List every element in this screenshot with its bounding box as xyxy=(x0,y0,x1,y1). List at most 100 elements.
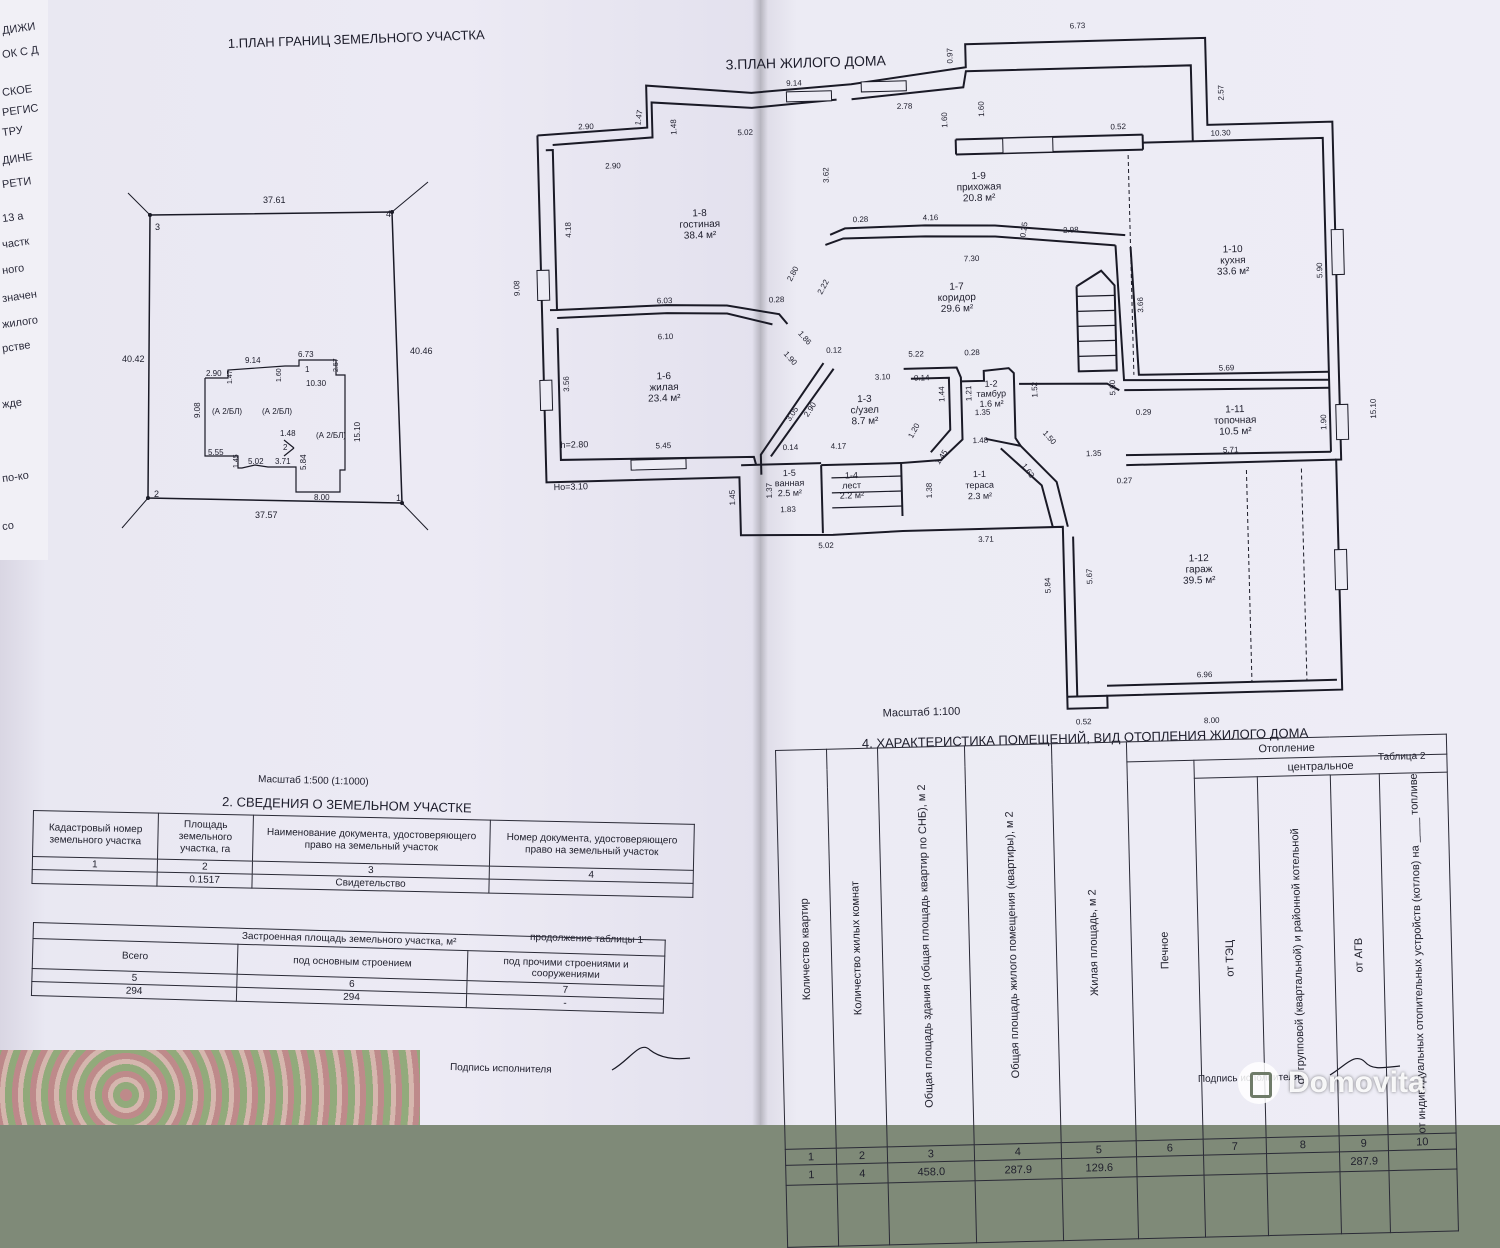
table-number: 7 xyxy=(1203,1138,1266,1156)
plan-dim: 5.90 xyxy=(1315,262,1324,278)
plan-dim: 5.22 xyxy=(908,349,924,358)
plan-dim: 10.30 xyxy=(1210,128,1231,138)
plan-dim: 5.60 xyxy=(1108,379,1117,395)
plan-dim: 5.67 xyxy=(1085,568,1094,584)
svg-text:лест: лест xyxy=(842,480,861,490)
plan-dim: 1.45 xyxy=(728,489,737,505)
floor-plan: 3.ПЛАН ЖИЛОГО ДОМА xyxy=(506,14,1386,743)
table-number: 5 xyxy=(1061,1141,1136,1159)
svg-text:1-9: 1-9 xyxy=(971,171,986,182)
svg-text:39.5 м²: 39.5 м² xyxy=(1183,575,1216,587)
plan-dim: 1.86 xyxy=(796,329,813,347)
house-plan-title: 3.ПЛАН ЖИЛОГО ДОМА xyxy=(725,52,886,72)
plan-dim: 0.12 xyxy=(826,346,842,355)
house-dim: 9.14 xyxy=(245,356,261,365)
svg-text:1-10: 1-10 xyxy=(1222,244,1243,256)
plot-scale: Масштаб 1:500 (1:1000) xyxy=(258,773,369,788)
table-cell: 287.9 xyxy=(1339,1151,1388,1172)
plan-dim: 0.28 xyxy=(964,348,980,357)
plan-dim: 1.48 xyxy=(972,436,988,445)
svg-text:1-1: 1-1 xyxy=(973,469,986,479)
plan-dim: 1.38 xyxy=(925,482,934,498)
plan-dim: 0.52 xyxy=(1110,122,1126,131)
plan-dim: 6.03 xyxy=(657,296,673,305)
svg-text:тераса: тераса xyxy=(965,480,994,491)
svg-text:1-8: 1-8 xyxy=(692,208,707,219)
plan-dim: 1.52 xyxy=(1030,381,1039,397)
svg-text:1-6: 1-6 xyxy=(656,371,671,382)
plot-corner: 4 xyxy=(386,209,391,219)
house-block-label: 2 xyxy=(283,443,288,452)
plan-dim: 1.21 xyxy=(964,385,973,401)
land-info-table: Кадастровый номер земельного участка Пло… xyxy=(31,810,694,898)
plot-side-bottom: 37.57 xyxy=(255,510,278,520)
plan-dim: 1.44 xyxy=(937,386,946,402)
svg-text:10.5 м²: 10.5 м² xyxy=(1219,426,1252,438)
plan-dim: 7.30 xyxy=(964,254,980,263)
plan-dim: 3.56 xyxy=(562,376,571,392)
plan-dim: 6.96 xyxy=(1197,670,1213,679)
house-dim: 3.71 xyxy=(275,457,291,466)
table-cell: 129.6 xyxy=(1062,1157,1137,1179)
svg-text:1-11: 1-11 xyxy=(1225,404,1245,416)
svg-text:33.6 м²: 33.6 м² xyxy=(1217,266,1250,278)
plan-dim: 1.37 xyxy=(765,482,774,498)
table-cell: 4 xyxy=(837,1163,888,1184)
plot-side-right: 40.46 xyxy=(410,346,433,356)
plan-dim: 5.84 xyxy=(1043,577,1052,593)
plan-dim: 2.22 xyxy=(816,278,832,296)
plan-dim: 0.29 xyxy=(1136,407,1152,416)
svg-text:38.4 м²: 38.4 м² xyxy=(684,230,717,242)
plan-dim: 3.71 xyxy=(978,535,994,544)
house-dim: 1.48 xyxy=(280,429,296,438)
plan-dim: 1.35 xyxy=(1086,449,1102,458)
house-dim: 15.10 xyxy=(353,421,362,442)
land-info-title: 2. СВЕДЕНИЯ О ЗЕМЕЛЬНОМ УЧАСТКЕ xyxy=(222,794,472,816)
signature-mark xyxy=(612,1047,690,1070)
table-header: Общая площадь здания (общая площадь квар… xyxy=(916,785,936,1109)
plan-dim: 4.17 xyxy=(831,441,847,450)
plan-dim: 9.14 xyxy=(786,78,802,87)
plan-dim: 1.60 xyxy=(940,112,949,128)
plan-dim: 1.83 xyxy=(780,505,796,514)
svg-text:кухня: кухня xyxy=(1220,255,1246,267)
plan-dim: 9.08 xyxy=(512,280,521,296)
plan-dim: 2.90 xyxy=(605,161,621,170)
table-header: Жилая площадь, м 2 xyxy=(1086,889,1101,996)
table-header: от АГВ xyxy=(1353,937,1366,972)
svg-text:2.3 м²: 2.3 м² xyxy=(968,491,992,502)
room-label-kitchen: 1-10 кухня 33.6 м² xyxy=(1216,244,1250,278)
plan-dim: 1.47 xyxy=(633,109,644,126)
plan-dim: 5.71 xyxy=(1223,445,1239,454)
watermark: Domovita xyxy=(1238,1062,1425,1104)
house-dim: 1.47 xyxy=(227,370,234,384)
table-header: от ТЭЦ xyxy=(1224,939,1237,976)
table-cell: 0.1517 xyxy=(157,872,252,888)
table-cell: 1 xyxy=(786,1164,837,1185)
room-label-terrace: 1-1 тераса 2.3 м² xyxy=(965,469,994,502)
svg-text:8.7 м²: 8.7 м² xyxy=(851,416,879,428)
table-header: Наименование документа, удостоверяющего … xyxy=(252,815,490,866)
plan-dim: 1.60 xyxy=(977,101,986,117)
plot-side-left: 40.42 xyxy=(122,354,145,364)
house-block-label: (А 2/БЛ) xyxy=(212,407,242,416)
table-header: Количество жилых комнат xyxy=(849,881,864,1015)
plan-dim: 3.10 xyxy=(875,372,891,381)
plan-dim: 1.48 xyxy=(669,119,678,135)
plan-dim: 2.90 xyxy=(802,400,818,418)
house-dim: 6.73 xyxy=(298,350,314,359)
plot-boundary xyxy=(122,182,428,530)
table-cell xyxy=(1137,1155,1204,1177)
room-label-living-room: 1-8 гостиная 38.4 м² xyxy=(679,208,721,242)
table-cell: 458.0 xyxy=(888,1161,975,1183)
plan-dim: 1.90 xyxy=(1319,414,1328,430)
house-dim: 2.90 xyxy=(206,369,222,378)
plan-dim: 2.57 xyxy=(1216,84,1225,100)
plan-dim: 5.02 xyxy=(737,128,753,137)
svg-text:1-5: 1-5 xyxy=(783,468,796,478)
room-label-corridor: 1-7 коридор 29.6 м² xyxy=(937,281,976,315)
plan-dim: 0.52 xyxy=(1076,717,1092,726)
svg-text:1-2: 1-2 xyxy=(984,378,997,388)
room-label-stairs: 1-4 лест 2.2 м² xyxy=(839,470,864,501)
table-header: Номер документа, удостоверяющего право н… xyxy=(489,820,694,870)
